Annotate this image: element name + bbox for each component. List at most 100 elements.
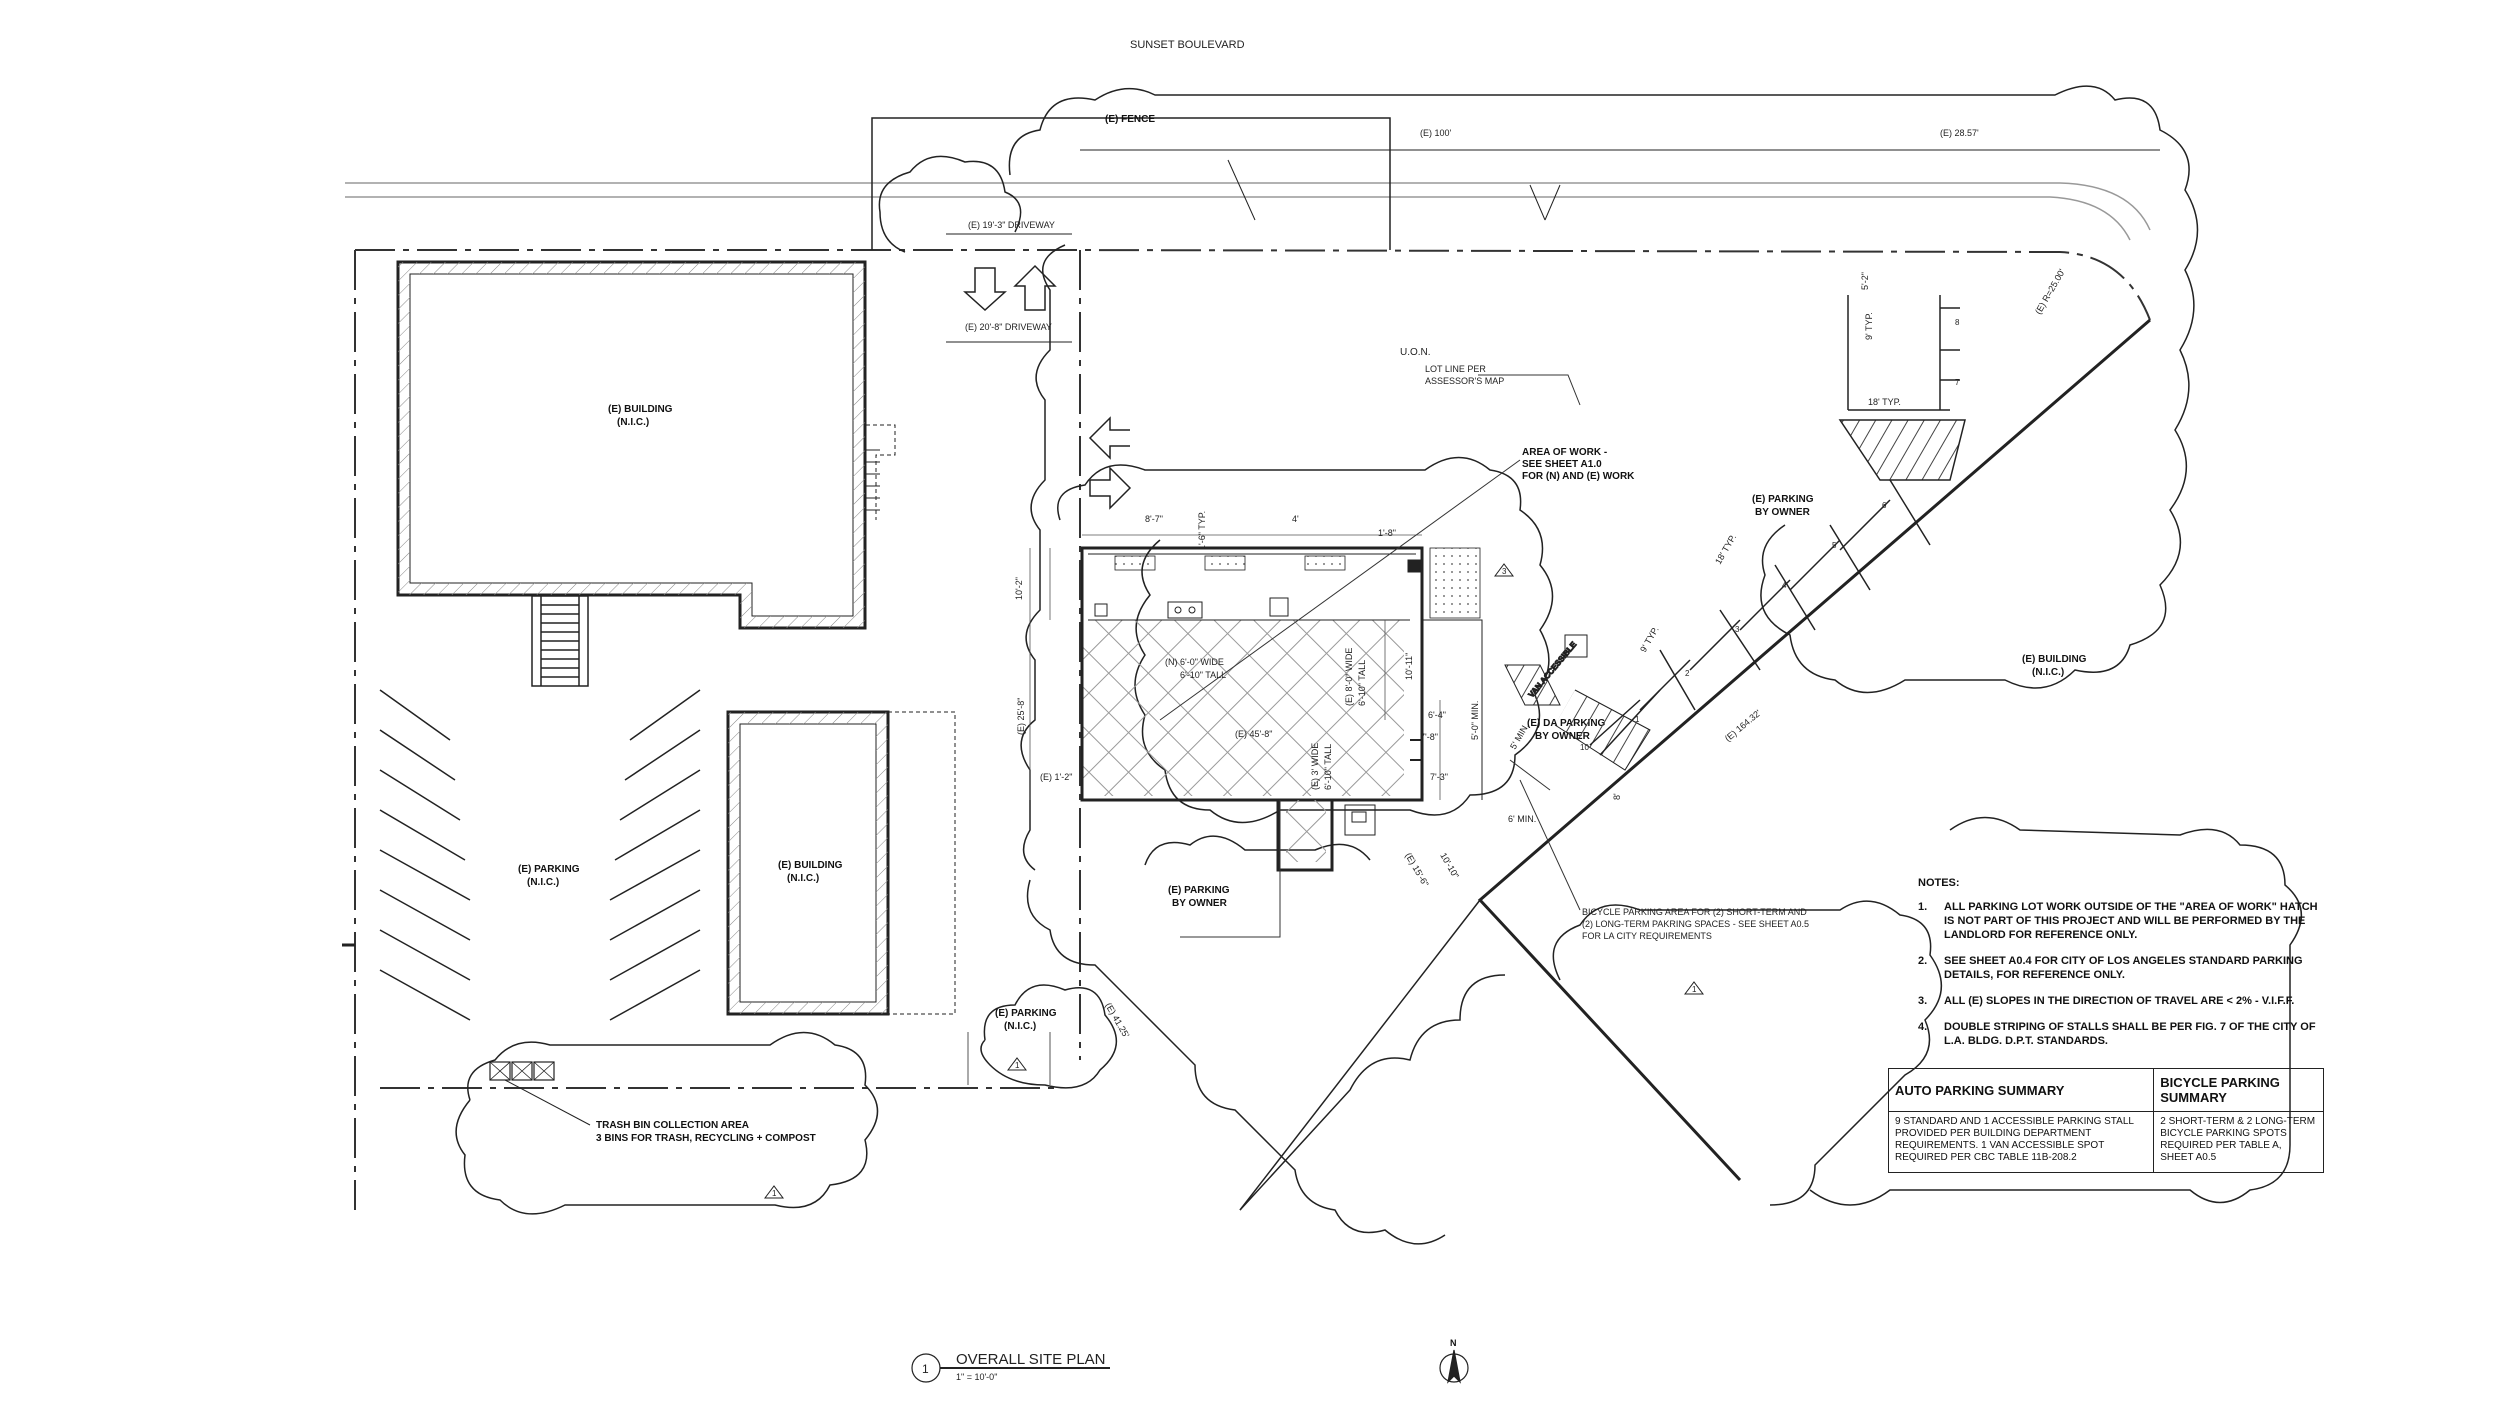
area-work-label-3: FOR (N) AND (E) WORK <box>1522 471 1635 482</box>
bike-summary-text: 2 SHORT-TERM & 2 LONG-TERM BICYCLE PARKI… <box>2153 1111 2324 1173</box>
dim-18typ-b-label: 18' TYP. <box>1868 397 1901 407</box>
parking-small-label-2: (N.I.C.) <box>1004 1021 1036 1032</box>
auto-summary-header: AUTO PARKING SUMMARY <box>1887 1068 2155 1112</box>
right-parking-stalls <box>1589 295 1966 756</box>
sheet-title: OVERALL SITE PLAN <box>956 1351 1106 1368</box>
dim-9typ-b-label: 9' TYP. <box>1864 312 1874 340</box>
detail-tag-4: 3 <box>1502 567 1507 576</box>
title-block <box>911 1353 1110 1383</box>
notes-list: 1. ALL PARKING LOT WORK OUTSIDE OF THE "A… <box>1918 900 2318 1048</box>
building-b-label-2: (N.I.C.) <box>787 873 819 884</box>
sheet-scale: 1" = 10'-0" <box>956 1372 997 1382</box>
dim-5min-label: 5' MIN. <box>1508 722 1531 751</box>
dim-16432-label: (E) 164.32' <box>1723 708 1763 744</box>
lot-line-label-1: LOT LINE PER <box>1425 364 1486 374</box>
north-label: N <box>1450 1338 1457 1348</box>
driveway <box>946 233 1132 510</box>
detail-tag-1: 1 <box>1015 1061 1020 1070</box>
dim-50min-label: 5'-0" MIN. <box>1470 701 1480 740</box>
bike-note-3: FOR LA CITY REQUIREMENTS <box>1582 931 1712 941</box>
note-number: 3. <box>1918 995 1928 1007</box>
bike-note-1: BICYCLE PARKING AREA FOR (2) SHORT-TERM … <box>1582 907 1807 917</box>
parking-nic-label-2: (N.I.C.) <box>527 877 559 888</box>
dim-2857-label: (E) 28.57' <box>1940 128 1979 138</box>
note-number: 1. <box>1918 901 1928 913</box>
stall-5: 5 <box>1832 541 1837 550</box>
accessible-parking: VAN ACCESSIBLE <box>1504 634 1651 771</box>
stall-10: 10 <box>1580 743 1589 752</box>
building-a-label-2: (N.I.C.) <box>617 417 649 428</box>
parking-summary-table: AUTO PARKING SUMMARY BICYCLE PARKING SUM… <box>1887 1068 2324 1173</box>
notes-header: NOTES: <box>1918 877 1960 889</box>
dim-8-label: 8' <box>1612 793 1622 800</box>
detail-tag-3: 1 <box>1692 985 1697 994</box>
dim-4-label: 4' <box>1292 514 1299 524</box>
dim-78-label: 7'-8" <box>1420 732 1438 742</box>
dim-156-label: (E) 15'-6" <box>1403 851 1430 888</box>
hedge-outlines <box>455 85 2303 1245</box>
north-arrow-icon <box>1439 1349 1469 1384</box>
dim-1010-label: 10'-10" <box>1438 851 1461 880</box>
dim-16typ-label: 1'-6" TYP. <box>1197 511 1207 550</box>
detail-tags <box>764 563 1704 1199</box>
property-line <box>354 249 2151 1210</box>
stall-8: 8 <box>1955 318 1960 327</box>
note-text: ALL (E) SLOPES IN THE DIRECTION OF TRAVE… <box>1944 995 2295 1007</box>
parking-nic-label-1: (E) PARKING <box>518 864 580 875</box>
building-b <box>726 710 956 1016</box>
bike-summary-header: BICYCLE PARKING SUMMARY <box>2153 1068 2324 1112</box>
trash-label-2: 3 BINS FOR TRASH, RECYCLING + COMPOST <box>596 1133 816 1144</box>
stall-2: 2 <box>1685 669 1690 678</box>
dim-1011-label: 10'-11" <box>1404 653 1414 680</box>
stall-numbers: 1 2 3 4 5 6 7 8 10 <box>1580 318 1960 752</box>
note-number: 4. <box>1918 1021 1928 1033</box>
detail-tag-shape-4 <box>1494 563 1514 577</box>
stall-3: 3 <box>1735 625 1740 634</box>
parking-owner-b-label-2: BY OWNER <box>1755 507 1811 518</box>
parking-owner-label-2: BY OWNER <box>1172 898 1228 909</box>
door-n-label-2: 6'-10" TALL <box>1180 670 1226 680</box>
sheet-number: 1 <box>922 1362 929 1376</box>
note-item: 1. ALL PARKING LOT WORK OUTSIDE OF THE "A… <box>1918 900 2318 942</box>
detail-tag-shape-1 <box>1007 1057 1027 1071</box>
building-a-stairs <box>531 595 589 687</box>
detail-tag-shape-2 <box>764 1185 784 1199</box>
notes-block: NOTES: 1. ALL PARKING LOT WORK OUTSIDE OF… <box>1918 876 2318 1060</box>
stall-1: 1 <box>1635 715 1640 724</box>
parking-small-label-1: (E) PARKING <box>995 1008 1057 1019</box>
dim-64-label: 6'-4" <box>1428 710 1446 720</box>
dim-52-label: 5'-2" <box>1860 272 1870 290</box>
bike-note-2: (2) LONG-TERM PAKRING SPACES - SEE SHEET… <box>1582 919 1809 929</box>
dim-100-label: (E) 100' <box>1420 128 1452 138</box>
note-text: DOUBLE STRIPING OF STALLS SHALL BE PER F… <box>1944 1021 2316 1047</box>
dim-4568-label: (E) 45'-8" <box>1235 729 1272 739</box>
stall-7: 7 <box>1955 378 1960 387</box>
note-item: 4. DOUBLE STRIPING OF STALLS SHALL BE PER… <box>1918 1020 2318 1048</box>
note-text: ALL PARKING LOT WORK OUTSIDE OF THE "ARE… <box>1944 901 2318 941</box>
area-of-work-building <box>1080 546 1483 872</box>
auto-summary-text: 9 STANDARD AND 1 ACCESSIBLE PARKING STAL… <box>1887 1111 2155 1173</box>
uon-label: U.O.N. <box>1400 347 1431 358</box>
area-work-label-1: AREA OF WORK - <box>1522 447 1607 458</box>
dim-258-label: (E) 25'-8" <box>1016 698 1026 735</box>
stall-6: 6 <box>1882 501 1887 510</box>
dim-9typ-label: 9' TYP. <box>1638 625 1661 654</box>
dim-73-label: 7'-3" <box>1430 772 1448 782</box>
dim-112-label: (E) 1'-2" <box>1040 772 1072 782</box>
building-c-label-1: (E) BUILDING <box>2022 654 2087 665</box>
detail-tag-shape-3 <box>1684 981 1704 995</box>
parking-owner-b-label-1: (E) PARKING <box>1752 494 1814 505</box>
dim-102-label: 10'-2" <box>1014 577 1024 600</box>
building-b-label-1: (E) BUILDING <box>778 860 843 871</box>
building-dimensions <box>1029 534 1441 800</box>
door-e-label-1: (E) 8'-0" WIDE <box>1344 648 1354 706</box>
trash-label-1: TRASH BIN COLLECTION AREA <box>596 1120 749 1131</box>
detail-tag-2: 1 <box>772 1189 777 1198</box>
note-text: SEE SHEET A0.4 FOR CITY OF LOS ANGELES S… <box>1944 955 2303 981</box>
street-curb <box>345 182 2151 241</box>
door-e3-label-1: (E) 3' WIDE <box>1310 743 1320 790</box>
dim-18typ-label: 18' TYP. <box>1713 532 1738 566</box>
fence-lines <box>871 117 2160 250</box>
dim-18-label: 1'-8" <box>1378 528 1396 538</box>
